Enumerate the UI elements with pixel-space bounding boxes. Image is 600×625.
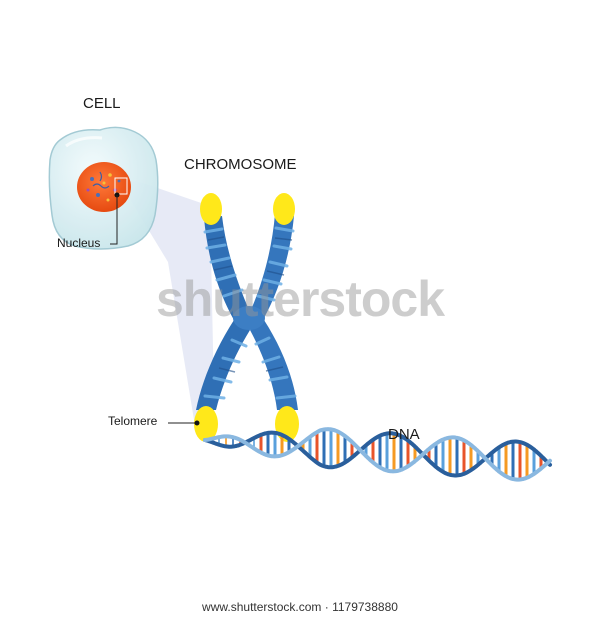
dna-label: DNA xyxy=(388,426,420,443)
cell-label: CELL xyxy=(83,95,121,112)
telomere-top-left xyxy=(200,193,222,225)
cell-highlight xyxy=(65,136,103,148)
nucleus xyxy=(77,162,131,212)
telomere-pointer-dot xyxy=(194,420,200,426)
zoom-projection xyxy=(120,181,215,442)
chromosome xyxy=(194,193,299,442)
nucleus-label: Nucleus xyxy=(57,236,101,250)
stock-watermark: shutterstock xyxy=(155,271,445,327)
telomere-label: Telomere xyxy=(108,414,158,428)
chromosome-label: CHROMOSOME xyxy=(184,156,297,173)
dna-strand-back xyxy=(203,430,552,478)
telomere-top-right xyxy=(273,193,295,225)
zoom-source-marker xyxy=(114,177,128,195)
telomere-bottom-left xyxy=(194,406,218,442)
dna-double-helix xyxy=(203,427,552,482)
chromatid-left-upper xyxy=(204,216,250,320)
footer-bar xyxy=(0,595,600,620)
footer-credit: www.shutterstock.com · 1179738880 xyxy=(202,600,398,614)
chromatid-bands xyxy=(203,226,297,400)
centromere xyxy=(233,306,265,330)
nucleus-leader-line xyxy=(110,195,118,245)
chromatid-right-upper xyxy=(250,214,294,318)
dna-strand-front xyxy=(203,427,552,482)
chromatid-bands-dark xyxy=(207,236,293,373)
